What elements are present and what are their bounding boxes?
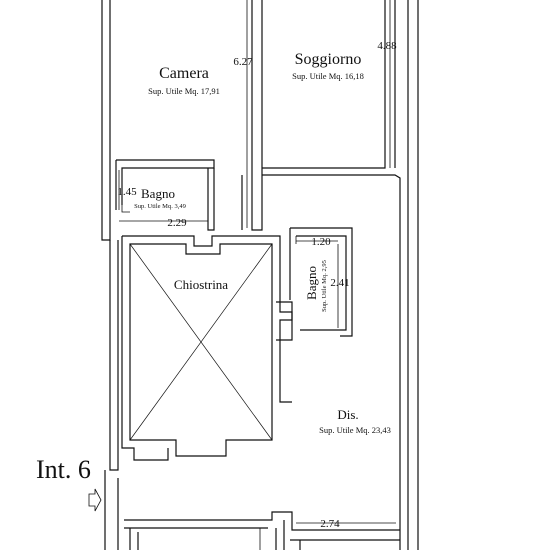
chiostrina-label: Chiostrina: [174, 277, 228, 292]
bagno-2-area: Sup. Utile Mq. 2,95: [321, 260, 328, 312]
soggiorno-area: Sup. Utile Mq. 16,18: [292, 71, 364, 81]
dis-area: Sup. Utile Mq. 23,43: [319, 425, 391, 435]
bagno-2-walls: [289, 227, 353, 337]
bagno-1-walls: [115, 159, 215, 231]
chiostrina-walls: [121, 235, 293, 461]
dim-bagno-2-height: 2.41: [330, 277, 349, 289]
dim-bottom-room-width: 2.74: [320, 518, 340, 530]
camera-label: Camera: [159, 65, 209, 82]
outer-walls: [101, 0, 419, 550]
bagno-2-label: Bagno: [304, 266, 319, 300]
entry-label: Int. 6: [36, 455, 91, 484]
dimension-lines: [118, 0, 396, 524]
bagno-1-area: Sup. Utile Mq. 3,49: [134, 203, 186, 210]
camera-area: Sup. Utile Mq. 17,91: [148, 86, 220, 96]
bagno-1-label: Bagno: [141, 186, 175, 201]
dim-soggiorno-width: 4.88: [377, 40, 397, 52]
soggiorno-label: Soggiorno: [295, 51, 362, 68]
arrow-right-icon: [88, 488, 102, 512]
dim-bagno-2-width: 1.20: [311, 236, 331, 248]
dim-bagno-1-width: 2.29: [167, 217, 187, 229]
lower-walls: [124, 511, 400, 550]
dim-camera-width: 6.27: [233, 56, 253, 68]
dim-bagno-1-height: 1.45: [117, 186, 137, 198]
dis-label: Dis.: [337, 407, 358, 422]
